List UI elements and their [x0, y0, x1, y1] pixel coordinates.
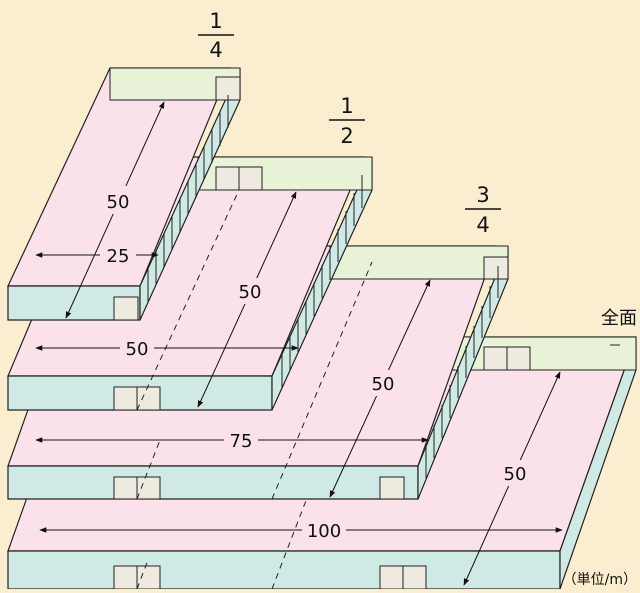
length-label-three-quarters: 50: [372, 374, 395, 395]
width-label-three-quarters: 75: [230, 431, 253, 452]
length-label-full: 50: [504, 464, 527, 485]
fraction-quarter-denominator: 4: [209, 38, 222, 62]
fraction-three-quarters: 3 4: [465, 183, 501, 237]
width-label-half: 50: [126, 339, 149, 360]
unit-note: （単位/m）: [563, 572, 637, 588]
length-label-quarter: 50: [107, 192, 130, 213]
length-label-half: 50: [239, 282, 262, 303]
fraction-three-quarters-denominator: 4: [476, 213, 489, 237]
fraction-half-numerator: 1: [340, 94, 353, 118]
fraction-three-quarters-numerator: 3: [476, 183, 489, 207]
full-label: 全面: [601, 308, 637, 329]
fraction-half: 1 2: [329, 94, 365, 148]
fraction-quarter: 1 4: [198, 9, 234, 62]
fraction-quarter-numerator: 1: [209, 9, 222, 33]
width-label-quarter: 25: [107, 246, 130, 267]
width-label-full: 100: [307, 521, 341, 542]
fraction-half-denominator: 2: [340, 124, 353, 148]
